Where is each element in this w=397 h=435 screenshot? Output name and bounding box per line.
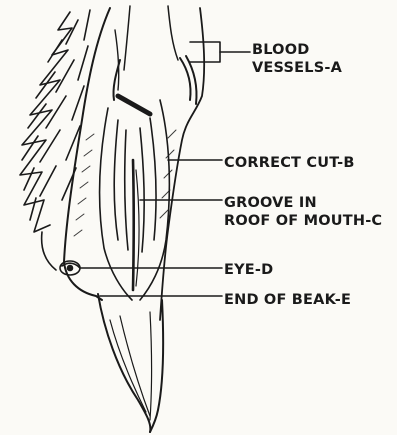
label-end-of-beak: END OF BEAK-E [224,291,351,309]
label-correct-cut: CORRECT CUT-B [224,154,355,172]
mouth-groove [133,160,134,290]
label-eye: EYE-D [224,261,273,279]
label-blood-vessels-line1: BLOOD [252,41,342,59]
beak [98,294,163,432]
label-groove: GROOVE IN ROOF OF MOUTH-C [224,194,382,230]
label-groove-line2: ROOF OF MOUTH-C [224,212,382,230]
eye [60,261,80,275]
label-blood-vessels-line2: VESSELS-A [252,59,342,77]
label-groove-line1: GROOVE IN [224,194,382,212]
label-blood-vessels: BLOOD VESSELS-A [252,41,342,77]
blood-vessels [113,56,196,104]
correct-cut [118,96,150,114]
